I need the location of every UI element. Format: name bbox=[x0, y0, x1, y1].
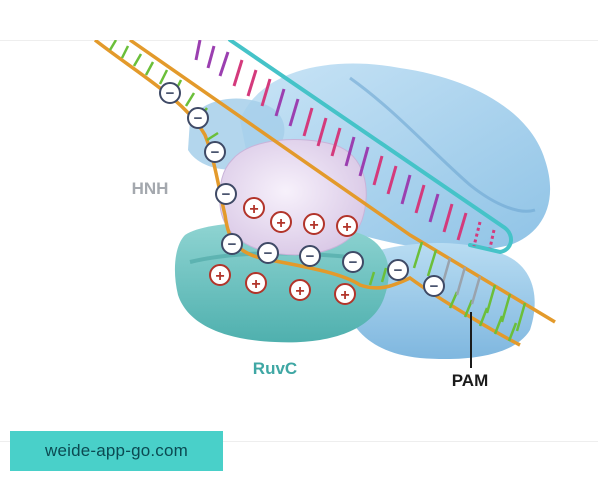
svg-text:+: + bbox=[342, 219, 351, 236]
positive-charge: + bbox=[209, 264, 231, 286]
hnh-label: HNH bbox=[132, 179, 169, 198]
nontarget-strand-backbone bbox=[128, 40, 556, 324]
svg-text:−: − bbox=[211, 144, 220, 161]
svg-text:+: + bbox=[215, 268, 224, 285]
svg-text:+: + bbox=[340, 287, 349, 304]
svg-text:+: + bbox=[309, 217, 318, 234]
guide-rna-strand bbox=[228, 40, 513, 255]
negative-charge: − bbox=[159, 82, 181, 104]
negative-charge: − bbox=[257, 242, 279, 264]
negative-charge: − bbox=[215, 183, 237, 205]
negative-charge: − bbox=[387, 259, 409, 281]
negative-charge: − bbox=[204, 141, 226, 163]
negative-charge: − bbox=[221, 233, 243, 255]
svg-text:−: − bbox=[394, 262, 403, 279]
positive-charge: + bbox=[303, 213, 325, 235]
negative-charge: − bbox=[187, 107, 209, 129]
positive-charge: + bbox=[243, 197, 265, 219]
svg-text:−: − bbox=[430, 278, 439, 295]
svg-text:−: − bbox=[166, 85, 175, 102]
pam-duplex-bases bbox=[412, 241, 527, 332]
watermark-text: weide-app-go.com bbox=[44, 441, 189, 460]
positive-charge: + bbox=[289, 279, 311, 301]
svg-text:−: − bbox=[222, 186, 231, 203]
svg-text:−: − bbox=[228, 236, 237, 253]
negative-charges: − − − − − bbox=[159, 82, 445, 297]
positive-charge: + bbox=[245, 272, 267, 294]
watermark-badge: weide-app-go.com bbox=[10, 431, 223, 471]
negative-charge: − bbox=[342, 251, 364, 273]
svg-text:−: − bbox=[349, 254, 358, 271]
hnh-domain-shape bbox=[219, 139, 367, 256]
hnh-positive-charges: + + + + bbox=[243, 197, 358, 237]
svg-text:+: + bbox=[251, 276, 260, 293]
ruvc-label: RuvC bbox=[253, 359, 297, 378]
negative-charge: − bbox=[299, 245, 321, 267]
svg-text:+: + bbox=[295, 283, 304, 300]
positive-charge: + bbox=[270, 211, 292, 233]
positive-charge: + bbox=[334, 283, 356, 305]
ruvc-positive-charges: + + + + bbox=[209, 264, 356, 305]
svg-text:−: − bbox=[194, 110, 203, 127]
heteroduplex-bases bbox=[194, 40, 496, 249]
protein-crease bbox=[349, 76, 536, 213]
svg-text:−: − bbox=[264, 245, 273, 262]
svg-text:+: + bbox=[249, 201, 258, 218]
pam-label: PAM bbox=[452, 371, 489, 390]
positive-charge: + bbox=[336, 215, 358, 237]
svg-text:−: − bbox=[306, 248, 315, 265]
svg-text:+: + bbox=[276, 215, 285, 232]
negative-charge: − bbox=[423, 275, 445, 297]
